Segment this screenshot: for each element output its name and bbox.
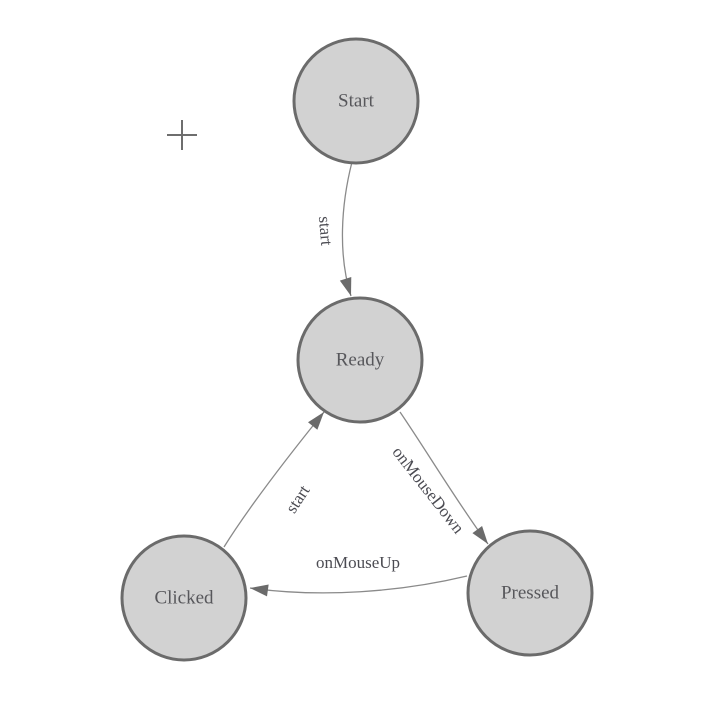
edge-path-ready-to-pressed[interactable] bbox=[399, 411, 489, 545]
edge-pressed-to-clicked[interactable]: onMouseUp bbox=[249, 553, 468, 597]
node-ready-label: Ready bbox=[336, 349, 385, 370]
edge-ready-to-pressed[interactable]: onMouseDown bbox=[388, 411, 489, 545]
node-ready-circle[interactable] bbox=[296, 296, 424, 424]
crosshair-plus-icon[interactable] bbox=[167, 120, 197, 150]
edge-label-pressed-to-clicked: onMouseUp bbox=[316, 553, 400, 572]
node-start-circle[interactable] bbox=[292, 37, 420, 165]
node-ready[interactable]: Ready bbox=[296, 296, 424, 424]
node-start-label: Start bbox=[338, 90, 375, 111]
node-clicked[interactable]: Clicked bbox=[120, 534, 248, 662]
node-pressed-circle[interactable] bbox=[466, 529, 594, 657]
edge-path-start-to-ready[interactable] bbox=[339, 161, 353, 297]
node-pressed-label: Pressed bbox=[501, 582, 560, 603]
edge-path-pressed-to-clicked[interactable] bbox=[249, 575, 468, 597]
edge-start-to-ready[interactable]: start bbox=[315, 161, 353, 297]
node-clicked-label: Clicked bbox=[154, 587, 214, 608]
node-pressed[interactable]: Pressed bbox=[466, 529, 594, 657]
edge-label-clicked-to-ready: start bbox=[282, 481, 314, 516]
node-clicked-circle[interactable] bbox=[120, 534, 248, 662]
node-start[interactable]: Start bbox=[292, 37, 420, 165]
edge-clicked-to-ready[interactable]: start bbox=[223, 411, 325, 548]
edge-path-clicked-to-ready[interactable] bbox=[223, 411, 325, 548]
edge-label-ready-to-pressed: onMouseDown bbox=[388, 443, 468, 538]
edge-label-start-to-ready: start bbox=[315, 215, 337, 246]
